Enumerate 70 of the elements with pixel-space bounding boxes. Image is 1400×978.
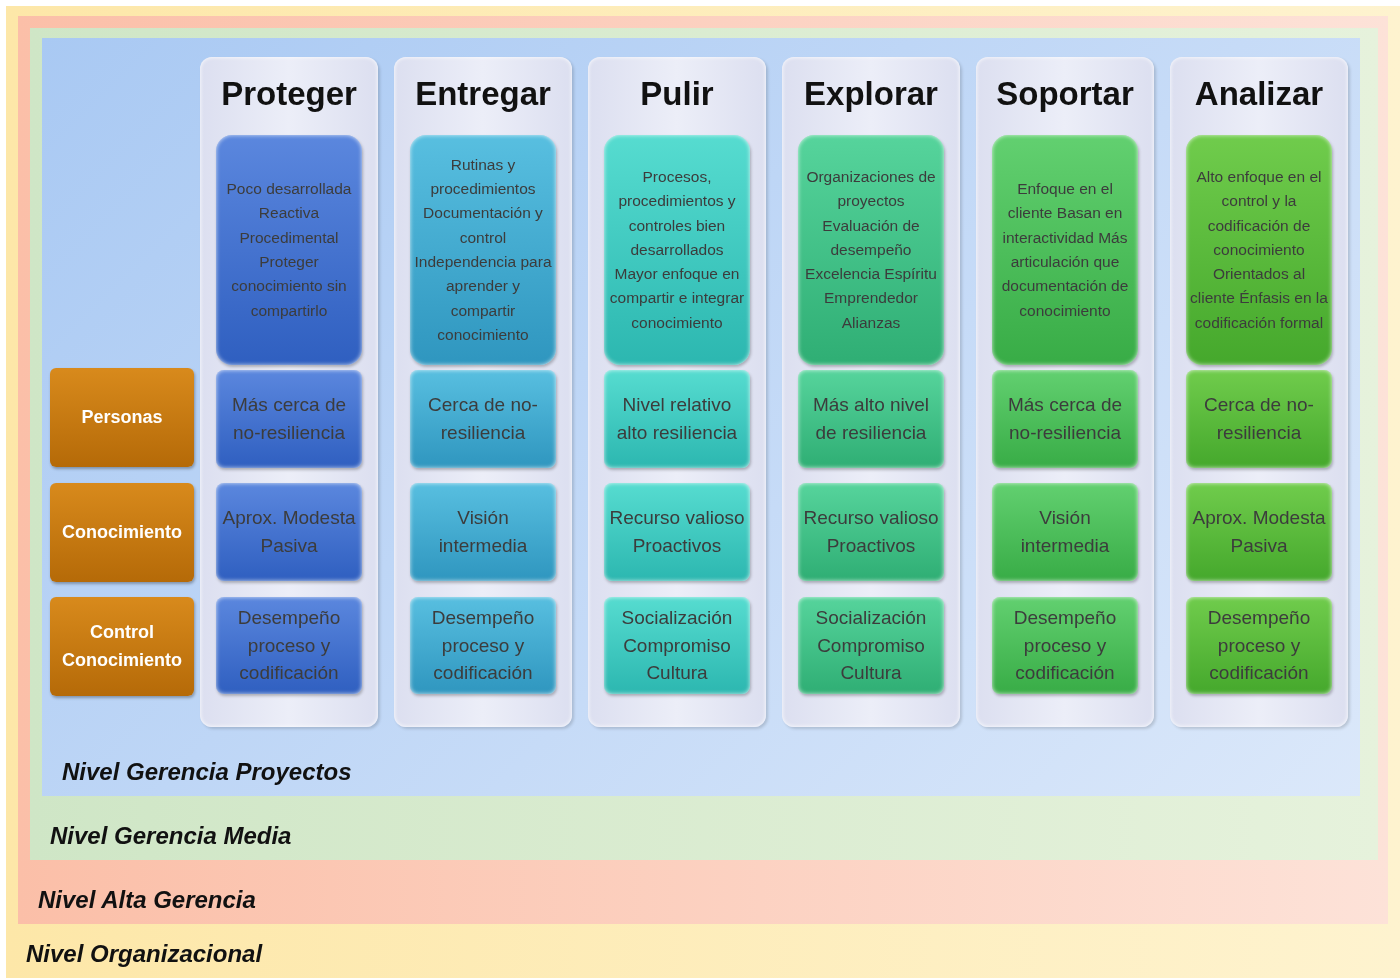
cell-text: Desempeño proceso y codificación xyxy=(1206,606,1312,686)
column-panel xyxy=(588,57,766,727)
level-label: Nivel Alta Gerencia xyxy=(38,886,256,914)
description-box xyxy=(992,483,1138,581)
column-heading: Pulir xyxy=(639,75,715,113)
description-box xyxy=(1186,135,1332,365)
category-box xyxy=(50,368,194,467)
cell-text: Más cerca de no-resiliencia xyxy=(1006,393,1123,445)
description-box xyxy=(604,135,750,365)
description-box xyxy=(410,370,556,468)
description-box xyxy=(798,597,944,694)
column-heading: Analizar xyxy=(1193,75,1325,113)
cell-text: Control Conocimiento xyxy=(61,620,183,672)
column-heading: Soportar xyxy=(995,75,1135,113)
column-heading: Explorar xyxy=(803,75,939,113)
description-box xyxy=(216,483,362,581)
cell-text: Cerca de no-resiliencia xyxy=(1203,393,1315,445)
cell-text: Desempeño proceso y codificación xyxy=(430,606,536,686)
cell-text: Enfoque en el cliente Basan en interactividad Más articulación que documentación de conocimiento xyxy=(1000,179,1130,321)
column-panel xyxy=(976,57,1154,727)
level-label: Nivel Gerencia Media xyxy=(50,822,292,850)
category-box xyxy=(50,597,194,696)
cell-text: Más cerca de no-resiliencia xyxy=(230,393,347,445)
description-box xyxy=(410,483,556,581)
description-box xyxy=(798,483,944,581)
description-box xyxy=(992,597,1138,694)
column-panel xyxy=(1170,57,1348,727)
cell-text: Socialización Compromiso Cultura xyxy=(814,606,928,686)
cell-text: Rutinas y procedimientos Documentación y control Independencia para aprender y compartir conocimiento xyxy=(413,154,553,345)
cell-text: Poco desarrollada Reactiva Procedimental Proteger conocimiento sin compartirlo xyxy=(225,179,353,321)
cell-text: Cerca de no-resiliencia xyxy=(427,393,539,445)
category-box xyxy=(50,483,194,582)
description-box xyxy=(216,597,362,694)
cell-text: Socialización Compromiso Cultura xyxy=(620,606,734,686)
description-box xyxy=(410,597,556,694)
cell-text: Conocimiento xyxy=(62,520,182,544)
cell-text: Desempeño proceso y codificación xyxy=(236,606,342,686)
description-box xyxy=(216,135,362,365)
cell-text: Recurso valioso Proactivos xyxy=(608,506,746,558)
column-panel xyxy=(200,57,378,727)
cell-text: Procesos, procedimientos y controles bien desarrollados Mayor enfoque en compartir e integrar conocimiento xyxy=(608,166,746,333)
column-heading: Entregar xyxy=(414,75,552,113)
cell-text: Personas xyxy=(81,405,163,429)
description-box xyxy=(1186,483,1332,581)
cell-text: Organizaciones de proyectos Evaluación de desempeño Excelencia Espíritu Emprendedor Alianzas xyxy=(804,166,938,333)
description-box xyxy=(604,370,750,468)
column-panel xyxy=(394,57,572,727)
description-box xyxy=(992,370,1138,468)
cell-text: Visión intermedia xyxy=(437,506,529,558)
cell-text: Desempeño proceso y codificación xyxy=(1012,606,1118,686)
description-box xyxy=(410,135,556,365)
description-box xyxy=(1186,597,1332,694)
column-heading: Proteger xyxy=(220,75,358,113)
description-box xyxy=(798,135,944,365)
cell-text: Recurso valioso Proactivos xyxy=(802,506,940,558)
cell-text: Visión intermedia xyxy=(1019,506,1111,558)
description-box xyxy=(216,370,362,468)
cell-text: Aprox. Modesta Pasiva xyxy=(221,506,357,558)
description-box xyxy=(604,597,750,694)
column-panel xyxy=(782,57,960,727)
cell-text: Nivel relativo alto resiliencia xyxy=(615,393,739,445)
cell-text: Alto enfoque en el control y la codificación de conocimiento Orientados al cliente Énfasis en la codificación formal xyxy=(1189,166,1329,333)
cell-text: Más alto nivel de resiliencia xyxy=(811,393,931,445)
description-box xyxy=(604,483,750,581)
description-box xyxy=(798,370,944,468)
cell-text: Aprox. Modesta Pasiva xyxy=(1191,506,1327,558)
description-box xyxy=(1186,370,1332,468)
description-box xyxy=(992,135,1138,365)
level-label: Nivel Organizacional xyxy=(26,940,263,968)
level-label: Nivel Gerencia Proyectos xyxy=(62,758,352,786)
